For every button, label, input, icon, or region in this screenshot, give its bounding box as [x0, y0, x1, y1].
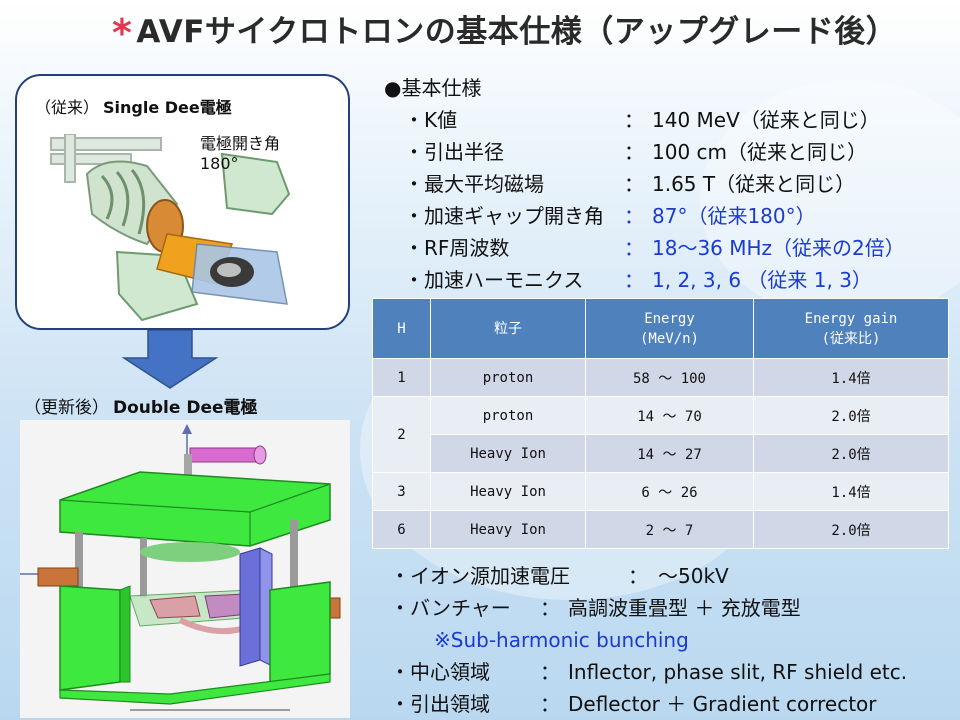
- spec-label: ・加速ハーモニクス: [404, 268, 584, 292]
- spec-row: ・加速ハーモニクス ： 1, 2, 3, 6 （従来 1, 3）: [384, 264, 872, 296]
- spec-label: ・最大平均磁場: [404, 172, 544, 196]
- center-region-label: ・中心領域: [390, 660, 490, 684]
- ion-source-label: ・イオン源加速電圧: [390, 564, 570, 588]
- spec-colon: ：: [624, 204, 644, 228]
- spec-label: ・RF周波数: [404, 236, 510, 260]
- table-row: 2 proton 14 ～ 70 2.0倍: [372, 396, 949, 473]
- extraction-region-colon: ：: [540, 692, 560, 716]
- table-cell-gain: 1.4倍: [753, 358, 949, 397]
- table-header-energy: Energy(MeV/n): [585, 298, 754, 359]
- energy-table: H 粒子 Energy(MeV/n) Energy gain(従来比) 1 pr…: [372, 298, 949, 549]
- title-asterisk-icon: *: [112, 11, 133, 55]
- table-header-h: H: [372, 298, 431, 359]
- spec-value: 87°（従来180°）: [652, 204, 816, 228]
- spec-colon: ：: [624, 268, 644, 292]
- spec-row: ・引出半径 ： 100 cm（従来と同じ）: [384, 136, 867, 168]
- spec-label: ・加速ギャップ開き角: [404, 204, 604, 228]
- double-dee-electrode-image: [20, 420, 350, 718]
- table-cell-energy: 2 ～ 7: [585, 510, 754, 549]
- table-cell-gain: 2.0倍: [753, 510, 949, 549]
- spec-list: ・K値 ： 140 MeV（従来と同じ） ・引出半径 ： 100 cm（従来と同じ） ・最大…: [384, 104, 905, 296]
- table-row: 6 Heavy Ion 2 ～ 7 2.0倍: [372, 510, 949, 549]
- table-cell-energy: 14 ～ 70: [585, 396, 754, 435]
- new-electrode-prefix: （更新後）: [24, 398, 109, 418]
- electrode-angle-title: 電極開き角: [200, 134, 281, 153]
- ion-source-colon: ：: [628, 564, 648, 588]
- center-region-colon: ：: [540, 660, 560, 684]
- table-row: 1 proton 58 ～ 100 1.4倍: [372, 358, 949, 397]
- old-electrode-panel: （従来）Single Dee電極 電極開き角 180°: [15, 74, 350, 330]
- down-arrow-icon: [121, 330, 219, 389]
- table-cell-gain: 2.0倍: [753, 434, 949, 473]
- table-cell-energy: 6 ～ 26: [585, 472, 754, 511]
- table-header-particle: 粒子: [430, 298, 586, 359]
- spec-value: 140 MeV（従来と同じ）: [652, 108, 880, 132]
- table-header-gain: Energy gain(従来比): [753, 298, 949, 359]
- spec-colon: ：: [624, 140, 644, 164]
- spec-row: ・RF周波数 ： 18～36 MHz（従来の2倍）: [384, 232, 905, 264]
- spec-section: ●基本仕様 ・K値 ： 140 MeV（従来と同じ） ・引出半径 ： 100 cm（従来と…: [384, 72, 905, 296]
- spec-value: 1.65 T（従来と同じ）: [652, 172, 856, 196]
- electrode-angle-label: 電極開き角 180°: [200, 134, 280, 174]
- page-title: *AVFサイクロトロンの基本仕様（アップグレード後）: [112, 6, 897, 55]
- table-cell-energy: 58 ～ 100: [585, 358, 754, 397]
- spec-heading: ●基本仕様: [384, 76, 482, 100]
- spec-colon: ：: [624, 236, 644, 260]
- buncher-value: 高調波重畳型 ＋ 充放電型: [568, 596, 801, 620]
- background-blob: [700, 80, 960, 320]
- buncher-note: ※Sub-harmonic bunching: [434, 628, 689, 652]
- table-cell-particle: Heavy Ion: [430, 510, 586, 549]
- table-cell-gain: 1.4倍: [753, 472, 949, 511]
- old-electrode-caption: （従来）Single Dee電極: [35, 94, 232, 118]
- table-header-row: H 粒子 Energy(MeV/n) Energy gain(従来比): [372, 298, 949, 359]
- single-dee-electrode-image: [47, 134, 312, 324]
- spec-row: ・K値 ： 140 MeV（従来と同じ）: [384, 104, 880, 136]
- electrode-angle-value: 180°: [200, 154, 239, 173]
- spec-label: ・引出半径: [404, 140, 504, 164]
- spec-row: ・加速ギャップ開き角 ： 87°（従来180°）: [384, 200, 816, 232]
- table-row: Heavy Ion 14 ～ 27 2.0倍: [373, 434, 949, 473]
- page-title-text: AVFサイクロトロンの基本仕様（アップグレード後）: [136, 14, 898, 50]
- old-electrode-name: Single Dee電極: [103, 98, 232, 117]
- extraction-region-label: ・引出領域: [390, 692, 490, 716]
- table-cell-particle: Heavy Ion: [430, 472, 586, 511]
- spec-colon: ：: [624, 108, 644, 132]
- table-cell-particle: Heavy Ion: [430, 434, 586, 473]
- table-cell-h: 3: [372, 472, 431, 511]
- spec-value: 18～36 MHz（従来の2倍）: [652, 236, 905, 260]
- table-cell-energy: 14 ～ 27: [585, 434, 754, 473]
- table-row: 3 Heavy Ion 6 ～ 26 1.4倍: [372, 472, 949, 511]
- table-cell-gain: 2.0倍: [753, 396, 949, 435]
- spec-value: 100 cm（従来と同じ）: [652, 140, 868, 164]
- spec-colon: ：: [624, 172, 644, 196]
- ion-source-value: ～50kV: [658, 564, 729, 588]
- table-cell-h: 1: [372, 358, 431, 397]
- table-cell-particle: proton: [430, 396, 586, 435]
- buncher-colon: ：: [540, 596, 560, 620]
- spec-label: ・K値: [404, 108, 458, 132]
- buncher-label: ・バンチャー: [390, 596, 511, 620]
- new-electrode-name: Double Dee電極: [113, 398, 258, 418]
- spec-row: ・最大平均磁場 ： 1.65 T（従来と同じ）: [384, 168, 855, 200]
- header-gain-text: Energy gain(従来比): [804, 310, 898, 347]
- spec-value: 1, 2, 3, 6 （従来 1, 3）: [652, 268, 872, 292]
- table-cell-h: 2: [372, 396, 431, 473]
- table-cell-particle: proton: [430, 358, 586, 397]
- center-region-value: Inflector, phase slit, RF shield etc.: [568, 660, 908, 684]
- header-energy-text: Energy(MeV/n): [639, 310, 699, 347]
- old-electrode-prefix: （従来）: [35, 98, 100, 117]
- table-cell-h: 6: [372, 510, 431, 549]
- extraction-region-value: Deflector ＋ Gradient corrector: [568, 692, 877, 716]
- new-electrode-caption: （更新後）Double Dee電極: [24, 393, 258, 418]
